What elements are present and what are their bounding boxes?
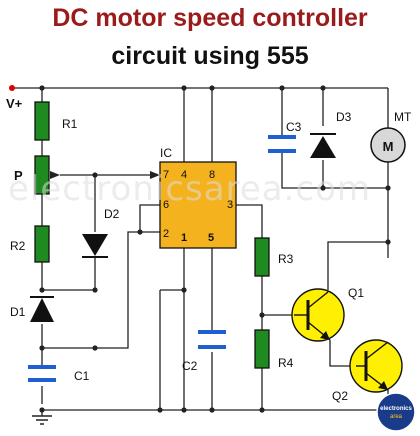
- ic-pin-8: 8: [209, 169, 215, 181]
- diode-d3: [310, 133, 336, 158]
- ic-pin-3: 3: [227, 199, 233, 211]
- motor-mt: [370, 127, 406, 163]
- capacitor-c1: [28, 365, 56, 382]
- motor-label: MT: [394, 110, 412, 124]
- diode-d2: [82, 234, 108, 258]
- ic-pin-2: 2: [163, 228, 169, 240]
- title-line-2: circuit using 555: [111, 42, 309, 70]
- ic-pin-5: 5: [208, 232, 214, 244]
- motor-symbol: M: [383, 139, 394, 154]
- resistor-r1: [34, 101, 50, 141]
- supply-label: V+: [6, 96, 23, 111]
- d3-label: D3: [336, 110, 352, 124]
- ic-label: IC: [160, 146, 172, 160]
- electronicsarea-logo: electronics area: [376, 392, 416, 432]
- title-line-1: DC motor speed controller: [52, 4, 368, 32]
- d1-label: D1: [10, 305, 26, 319]
- pot-label: P: [14, 168, 23, 183]
- q2-label: Q2: [332, 389, 348, 403]
- d2-label: D2: [104, 207, 120, 221]
- wires: [12, 87, 408, 416]
- transistor-q2: [349, 339, 403, 393]
- ic-pin-7: 7: [163, 169, 169, 181]
- resistor-r3: [254, 237, 270, 277]
- resistor-r4: [254, 329, 270, 369]
- c1-label: C1: [74, 369, 90, 383]
- potentiometer-p: [34, 155, 50, 195]
- resistor-r2: [34, 225, 50, 263]
- pot-wiper-arrow: [50, 171, 60, 179]
- capacitor-c3: [268, 135, 296, 153]
- capacitor-c2: [198, 330, 226, 349]
- ground-symbol: [32, 415, 52, 425]
- q1-label: Q1: [348, 286, 364, 300]
- watermark: electronicsarea.com: [8, 169, 371, 209]
- junction-dots: [39, 85, 391, 413]
- ic-pin-numbers: 7 4 8 6 3 2 1 5: [163, 169, 233, 244]
- c2-label: C2: [182, 359, 198, 373]
- c3-label: C3: [286, 120, 302, 134]
- pin7-arrow: [150, 171, 160, 179]
- ic-pin-4: 4: [181, 169, 187, 181]
- supply-terminal: [9, 85, 15, 91]
- r1-label: R1: [62, 117, 78, 131]
- svg-text:area: area: [390, 414, 403, 420]
- r4-label: R4: [278, 356, 294, 370]
- r2-label: R2: [10, 239, 26, 253]
- r3-label: R3: [278, 252, 294, 266]
- ic-pin-1: 1: [181, 232, 187, 244]
- transistor-q1: [291, 288, 345, 342]
- ic-pin-6: 6: [163, 199, 169, 211]
- diode-d1: [30, 296, 54, 322]
- svg-text:electronics: electronics: [380, 406, 412, 412]
- ic-555: [159, 161, 237, 249]
